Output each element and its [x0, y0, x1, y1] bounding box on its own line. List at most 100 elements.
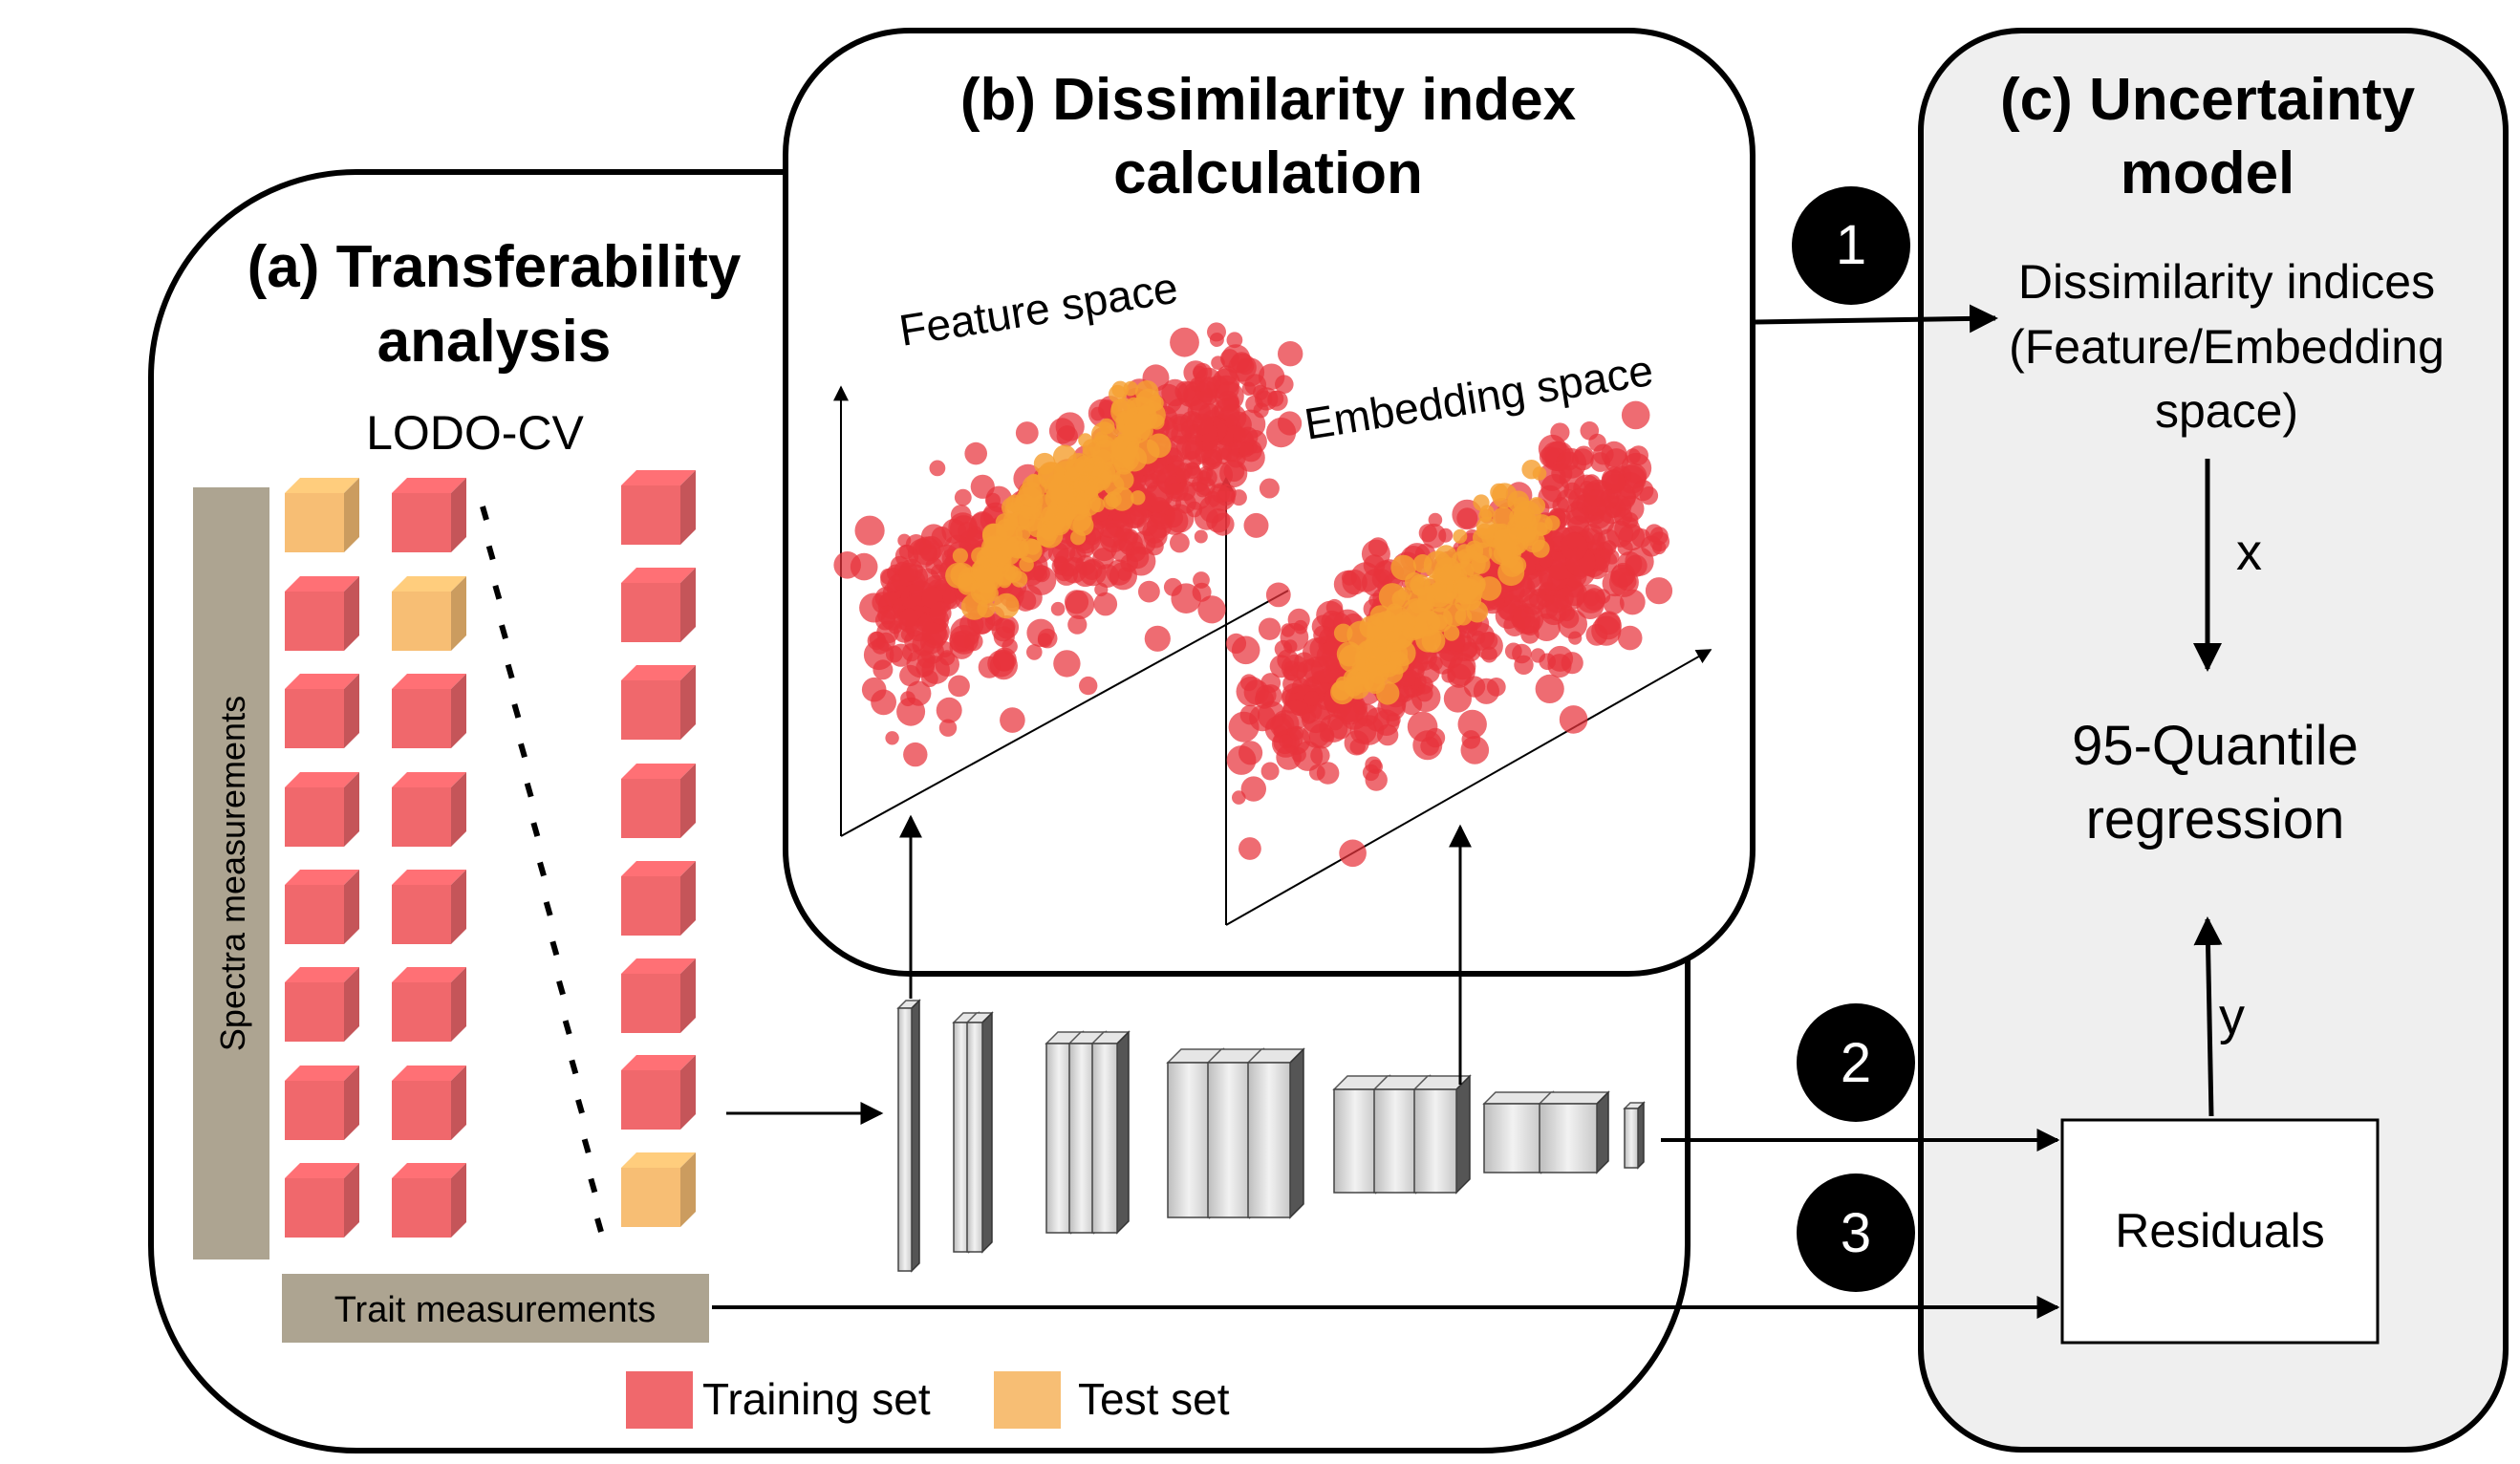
- spectra-cube: [621, 470, 696, 545]
- scatter-point-train: [1443, 684, 1472, 713]
- scatter-point-train: [1065, 590, 1095, 619]
- scatter-point-train: [1539, 653, 1556, 671]
- scatter-point-test: [1094, 431, 1109, 445]
- scatter-point-train: [929, 460, 946, 477]
- scatter-point-train: [1259, 478, 1280, 499]
- scatter-point-train: [1365, 756, 1382, 773]
- ellipsis-dots: [480, 506, 604, 1233]
- scatter-point-test: [1497, 559, 1525, 587]
- network-layer: [1166, 1047, 1225, 1219]
- trait-label-bar: [282, 1274, 709, 1343]
- scatter-point-train: [1151, 470, 1167, 485]
- scatter-point-train: [1308, 722, 1335, 749]
- scatter-point-train: [1026, 644, 1043, 660]
- spectra-cube: [392, 870, 466, 944]
- scatter-point-train: [1504, 642, 1522, 660]
- network-layer: [1623, 1101, 1646, 1170]
- ellipsis-dot: [549, 940, 560, 957]
- scatter-point-train: [1147, 512, 1173, 539]
- spectra-cube: [392, 478, 466, 552]
- ellipsis-dot: [505, 663, 515, 679]
- scatter-point-train: [1438, 527, 1454, 543]
- spectra-cube: [285, 478, 359, 552]
- scatter-point-train: [1486, 678, 1506, 697]
- network-layer: [1412, 1074, 1472, 1195]
- scatter-point-test: [952, 548, 969, 564]
- scatter-point-train: [1376, 723, 1399, 746]
- step-3-badge: 3: [1797, 1173, 1915, 1292]
- scatter-point-train: [1617, 540, 1633, 556]
- panel-b-frame: [783, 28, 1755, 977]
- scatter-point-test: [977, 599, 996, 618]
- scatter-point-train: [964, 441, 987, 465]
- scatter-point-test: [1369, 605, 1392, 627]
- dissimilarity-indices-line1: Dissimilarity indices: [2018, 255, 2435, 309]
- spectra-cube: [392, 1066, 466, 1140]
- network-layer: [965, 1011, 994, 1254]
- scatter-point-test: [1404, 571, 1425, 592]
- scatter-point-train: [1243, 512, 1269, 538]
- scatter-point-test: [1121, 445, 1148, 472]
- scatter-point-train: [1416, 684, 1433, 702]
- scatter-point-train: [1207, 322, 1226, 342]
- scatter-point-train: [1601, 441, 1627, 467]
- scatter-point-test: [1038, 462, 1065, 488]
- scatter-point-train: [1560, 532, 1588, 561]
- spectra-cube: [285, 1163, 359, 1238]
- y-label: y: [2219, 988, 2245, 1045]
- scatter-point-test: [1070, 529, 1087, 546]
- scatter-point-train: [1141, 484, 1170, 513]
- scatter-point-test: [1531, 539, 1550, 558]
- spectra-cube: [392, 772, 466, 847]
- scatter-point-train: [1303, 691, 1320, 706]
- scatter-point-test: [1354, 649, 1374, 669]
- scatter-point-test: [1026, 473, 1042, 488]
- legend-test-label: Test set: [1078, 1374, 1230, 1424]
- panel-c-title-line2: model: [2121, 140, 2295, 206]
- feature-space-scatter: [833, 322, 1303, 767]
- scatter-point-train: [1241, 381, 1257, 396]
- step-2-number: 2: [1841, 1032, 1871, 1094]
- scatter-point-train: [1566, 507, 1590, 531]
- scatter-point-train: [1226, 745, 1257, 775]
- scatter-point-train: [1053, 548, 1084, 577]
- scatter-point-train: [1599, 489, 1619, 509]
- scatter-point-train: [919, 639, 945, 664]
- scatter-point-train: [936, 697, 962, 723]
- scatter-point-train: [1113, 527, 1137, 552]
- spectra-cube: [621, 1055, 696, 1130]
- scatter-point-train: [899, 608, 918, 627]
- scatter-point-test: [1532, 466, 1547, 481]
- scatter-point-train: [1258, 617, 1282, 640]
- spectra-cube: [285, 1066, 359, 1140]
- ellipsis-dot: [537, 861, 547, 877]
- scatter-point-train: [1194, 529, 1208, 544]
- scatter-point-test: [958, 575, 978, 595]
- scatter-point-test: [1030, 494, 1059, 522]
- scatter-point-test: [1065, 506, 1092, 533]
- scatter-point-train: [1037, 628, 1058, 649]
- panel-a-title-line2: analysis: [377, 309, 612, 375]
- scatter-point-train: [863, 639, 894, 671]
- scatter-point-test: [1453, 528, 1468, 544]
- scatter-point-train: [1386, 712, 1401, 727]
- scatter-point-train: [1093, 592, 1118, 616]
- scatter-point-test: [1424, 574, 1447, 597]
- scatter-point-train: [1192, 413, 1214, 436]
- scatter-point-train: [1518, 587, 1540, 609]
- scatter-point-train: [1310, 745, 1330, 765]
- scatter-point-test: [1123, 406, 1152, 435]
- scatter-point-test: [1089, 497, 1106, 513]
- scatter-point-train: [1067, 614, 1088, 635]
- scatter-point-train: [1316, 762, 1340, 785]
- ellipsis-dot: [556, 980, 566, 996]
- scatter-point-test: [1355, 670, 1370, 685]
- ellipsis-dot: [543, 901, 553, 916]
- scatter-point-train: [1559, 605, 1576, 622]
- scatter-point-test: [1460, 550, 1486, 577]
- scatter-point-test: [1492, 483, 1518, 508]
- scatter-point-train: [1202, 457, 1217, 471]
- scatter-point-train: [1144, 625, 1171, 652]
- scatter-point-test: [1112, 469, 1134, 490]
